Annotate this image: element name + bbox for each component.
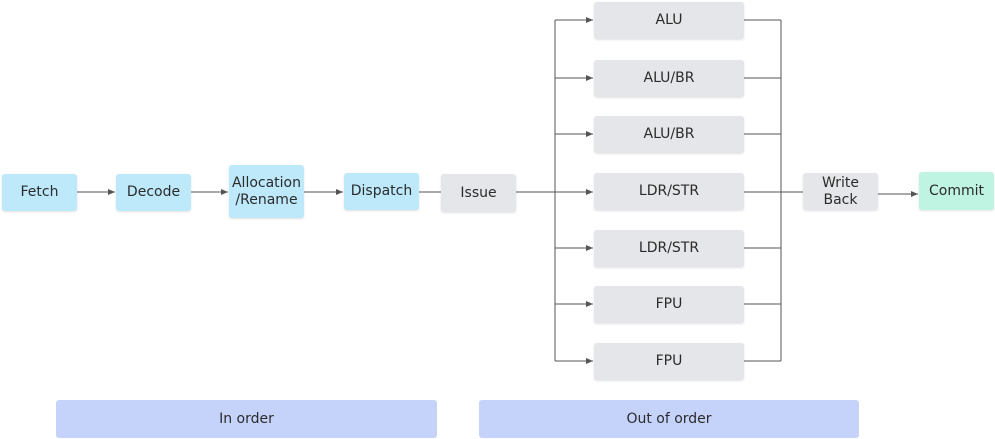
stage-decode: Decode (116, 174, 191, 211)
stage-allocation-rename: Allocation /Rename (229, 165, 304, 218)
unit-fpu: FPU (594, 286, 744, 323)
stage-commit: Commit (919, 172, 994, 210)
stage-issue: Issue (441, 174, 516, 212)
stage-fetch: Fetch (2, 174, 77, 211)
stage-dispatch: Dispatch (344, 173, 419, 210)
band-out-of-order: Out of order (479, 400, 859, 438)
unit-alu-br: ALU/BR (594, 60, 744, 97)
unit-ldr-str: LDR/STR (594, 230, 744, 267)
unit-alu: ALU (594, 2, 744, 39)
unit-ldr-str: LDR/STR (594, 173, 744, 210)
unit-alu-br: ALU/BR (594, 116, 744, 153)
band-in-order: In order (56, 400, 437, 438)
stage-write-back: Write Back (803, 173, 878, 210)
unit-fpu: FPU (594, 343, 744, 380)
